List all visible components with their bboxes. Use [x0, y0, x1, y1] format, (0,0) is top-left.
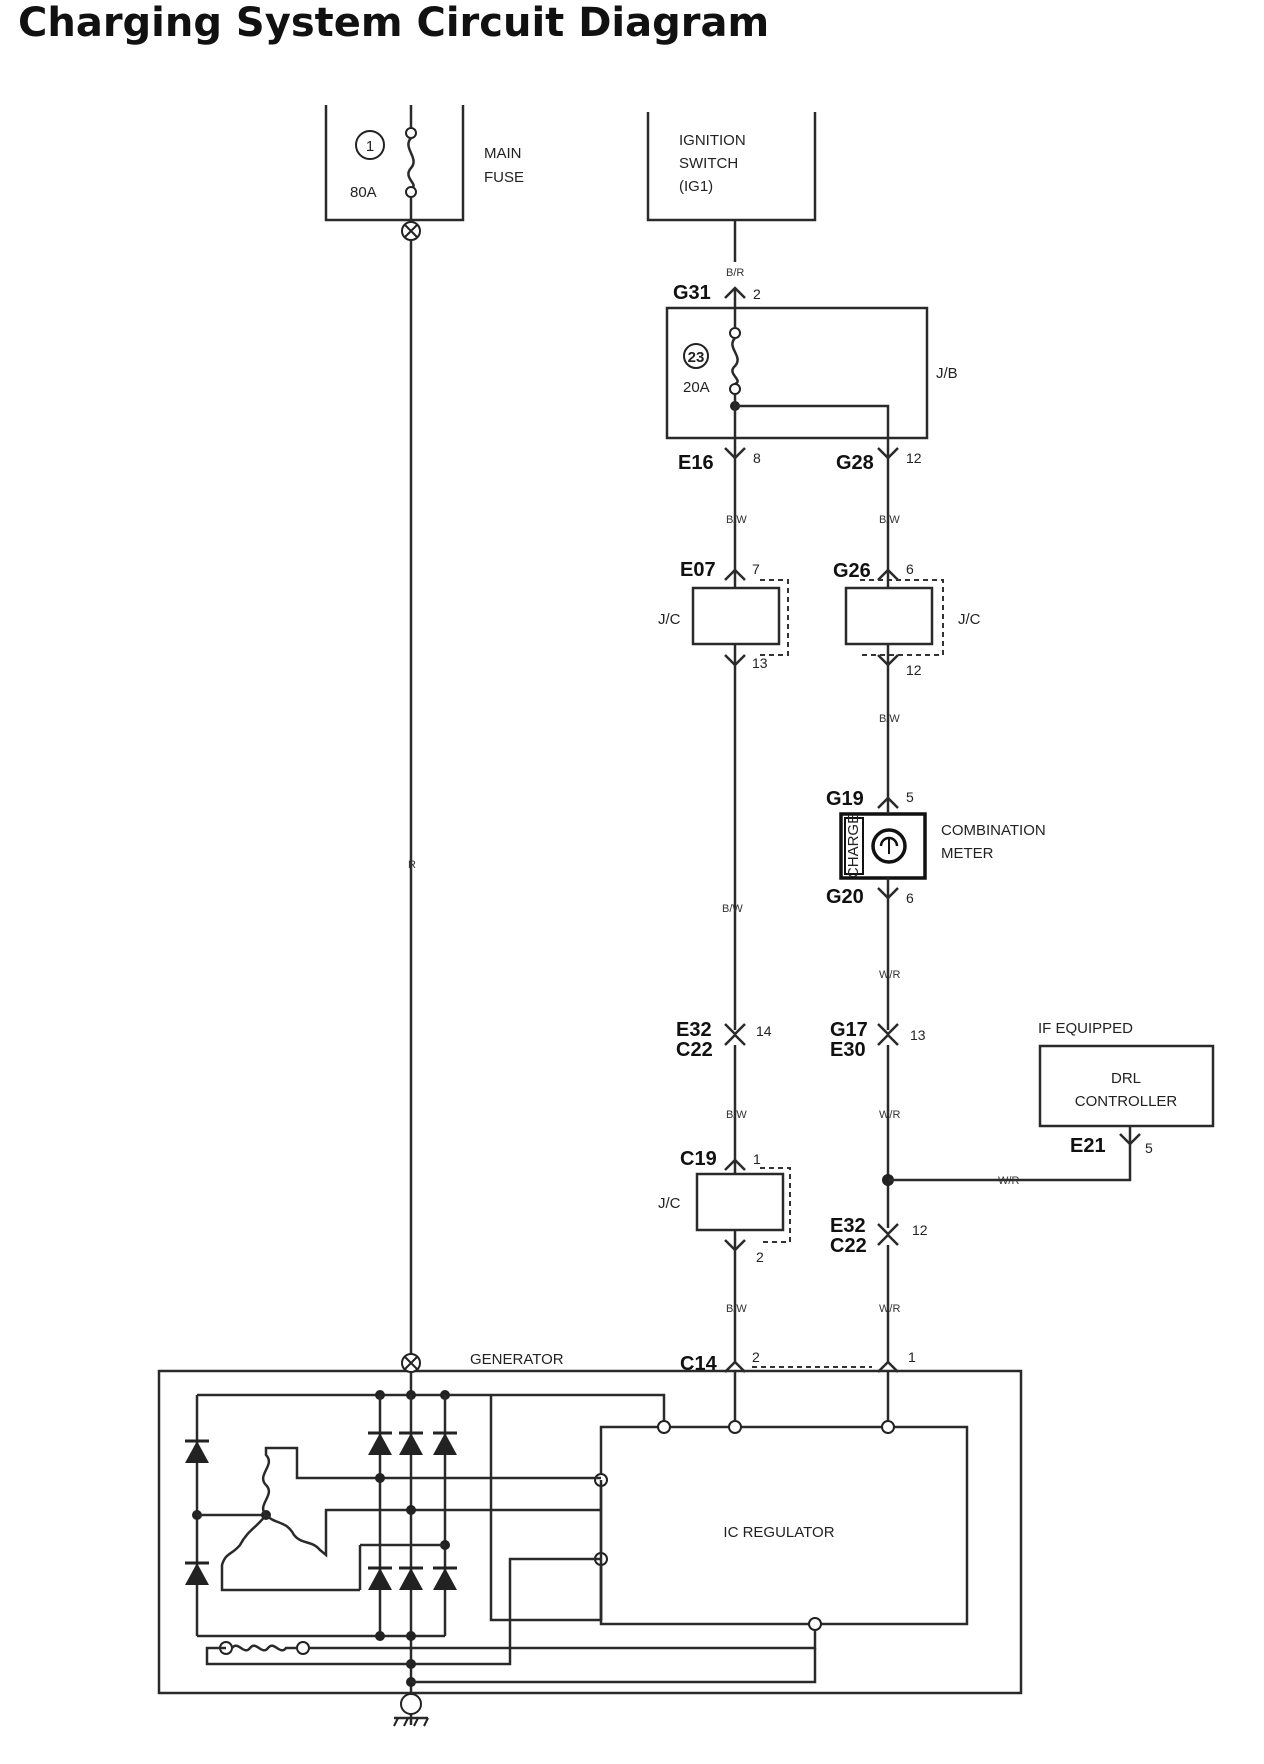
connector-e32-left-label: E32	[676, 1019, 712, 1041]
jb-label: J/B	[936, 365, 958, 382]
connector-c19-pin-in: 1	[753, 1151, 761, 1167]
connector-g19-label: G19	[826, 788, 864, 810]
ignition-label-3: (IG1)	[679, 178, 713, 195]
junction-connector-g26: G26 6 J/C 12	[833, 560, 981, 678]
battery-terminal-top	[401, 221, 421, 241]
wire-color-right-meter-out: W/R	[879, 969, 900, 981]
connector-c14-pin-right: 1	[908, 1349, 916, 1365]
wire-color-ign: B/R	[726, 267, 744, 279]
connector-g28: G28 12	[836, 447, 922, 474]
connector-c19-label: C19	[680, 1148, 717, 1170]
drl-note: IF EQUIPPED	[1038, 1020, 1133, 1037]
connector-g26-label: G26	[833, 560, 871, 582]
connector-e16-pin: 8	[753, 450, 761, 466]
generator-label: GENERATOR	[470, 1351, 564, 1368]
combination-meter-label-2: METER	[941, 845, 994, 862]
wire-color-right-mid: B/W	[879, 713, 900, 725]
junction-connector-e07: E07 7 J/C 13	[658, 559, 789, 671]
wire-color-left-mid: B/W	[722, 903, 743, 915]
combination-meter: G19 5 CHARGE COMBINATION METER G20 6	[826, 788, 1046, 908]
drl-controller: IF EQUIPPED DRL CONTROLLER E21 5	[1038, 1020, 1215, 1157]
connector-c19-pin-out: 2	[756, 1249, 764, 1265]
connector-e07-pin-out: 13	[752, 655, 768, 671]
jc-label-c19: J/C	[658, 1195, 681, 1212]
ignition-label-1: IGNITION	[679, 132, 746, 149]
main-fuse-rating: 80A	[350, 184, 377, 201]
connector-g28-label: G28	[836, 452, 874, 474]
main-fuse-label-2: FUSE	[484, 169, 524, 186]
ignition-switch-box: IGNITION SWITCH (IG1)	[646, 112, 817, 222]
junction-block: 23 20A J/B	[665, 306, 958, 440]
drl-label-2: CONTROLLER	[1075, 1093, 1178, 1110]
jc-label-g26: J/C	[958, 611, 981, 628]
connector-c14-label: C14	[680, 1353, 718, 1375]
connector-c22-left-label: C22	[676, 1039, 713, 1061]
main-fuse-box: 1 80A MAIN FUSE	[324, 105, 524, 222]
connector-g20-label: G20	[826, 886, 864, 908]
ignition-label-2: SWITCH	[679, 155, 738, 172]
connector-c14-pin-left: 2	[752, 1349, 760, 1365]
wire-color-drl: W/R	[998, 1175, 1019, 1187]
connector-e07-pin-in: 7	[752, 561, 760, 577]
connector-e32-right-label: E32	[830, 1215, 866, 1237]
connector-g20-pin: 6	[906, 890, 914, 906]
connector-g31-label: G31	[673, 282, 711, 304]
connector-e16-label: E16	[678, 452, 714, 474]
connector-g19-pin: 5	[906, 789, 914, 805]
connector-e30-label: E30	[830, 1039, 866, 1061]
wire-color-right-upper: B/W	[879, 514, 900, 526]
connector-g31-pin: 2	[753, 286, 761, 302]
jb-fuse-rating: 20A	[683, 379, 710, 396]
wire-color-left-lower: B/W	[726, 1109, 747, 1121]
connector-e21-label: E21	[1070, 1135, 1106, 1157]
connector-g26-pin-out: 12	[906, 662, 922, 678]
connector-g31: G31 2	[673, 282, 761, 304]
wire-color-right-bottom: W/R	[879, 1303, 900, 1315]
connector-e21-pin: 5	[1145, 1140, 1153, 1156]
charge-lamp-label: CHARGE	[845, 814, 862, 878]
jb-fuse-number: 23	[688, 349, 705, 366]
ground-terminal	[400, 1693, 422, 1715]
connector-g17-e30: G17 E30 13	[830, 1019, 926, 1061]
connector-e32c22-left-pin: 14	[756, 1023, 772, 1039]
connector-e32c22-right-pin: 12	[912, 1222, 928, 1238]
junction-connector-c19: C19 1 J/C 2	[658, 1148, 791, 1265]
combination-meter-label-1: COMBINATION	[941, 822, 1046, 839]
wire-color-right-lower: W/R	[879, 1109, 900, 1121]
connector-c22-right-label: C22	[830, 1235, 867, 1257]
connector-e32-c22-left: E32 C22 14	[676, 1019, 772, 1061]
main-fuse-label-1: MAIN	[484, 145, 522, 162]
ic-regulator-label: IC REGULATOR	[723, 1524, 834, 1541]
main-fuse-number: 1	[366, 138, 374, 155]
drl-label-1: DRL	[1111, 1070, 1141, 1087]
connector-g17-label: G17	[830, 1019, 868, 1041]
page-title: Charging System Circuit Diagram	[18, 0, 770, 46]
connector-e16: E16 8	[678, 447, 761, 474]
connector-g26-pin-in: 6	[906, 561, 914, 577]
connector-e32-c22-right: E32 C22 12	[830, 1215, 928, 1257]
connector-g17e30-pin: 13	[910, 1027, 926, 1043]
fuse-number-circle	[355, 130, 385, 160]
connector-c14: C14 2 1	[680, 1349, 916, 1375]
wire-color-left-upper: B/W	[726, 514, 747, 526]
jc-label-e07: J/C	[658, 611, 681, 628]
connector-g28-pin: 12	[906, 450, 922, 466]
generator: GENERATOR IC REGULATOR	[157, 1351, 1023, 1727]
wire-color-main: R	[408, 859, 416, 871]
connector-e07-label: E07	[680, 559, 716, 581]
wire-color-left-bottom: B/W	[726, 1303, 747, 1315]
